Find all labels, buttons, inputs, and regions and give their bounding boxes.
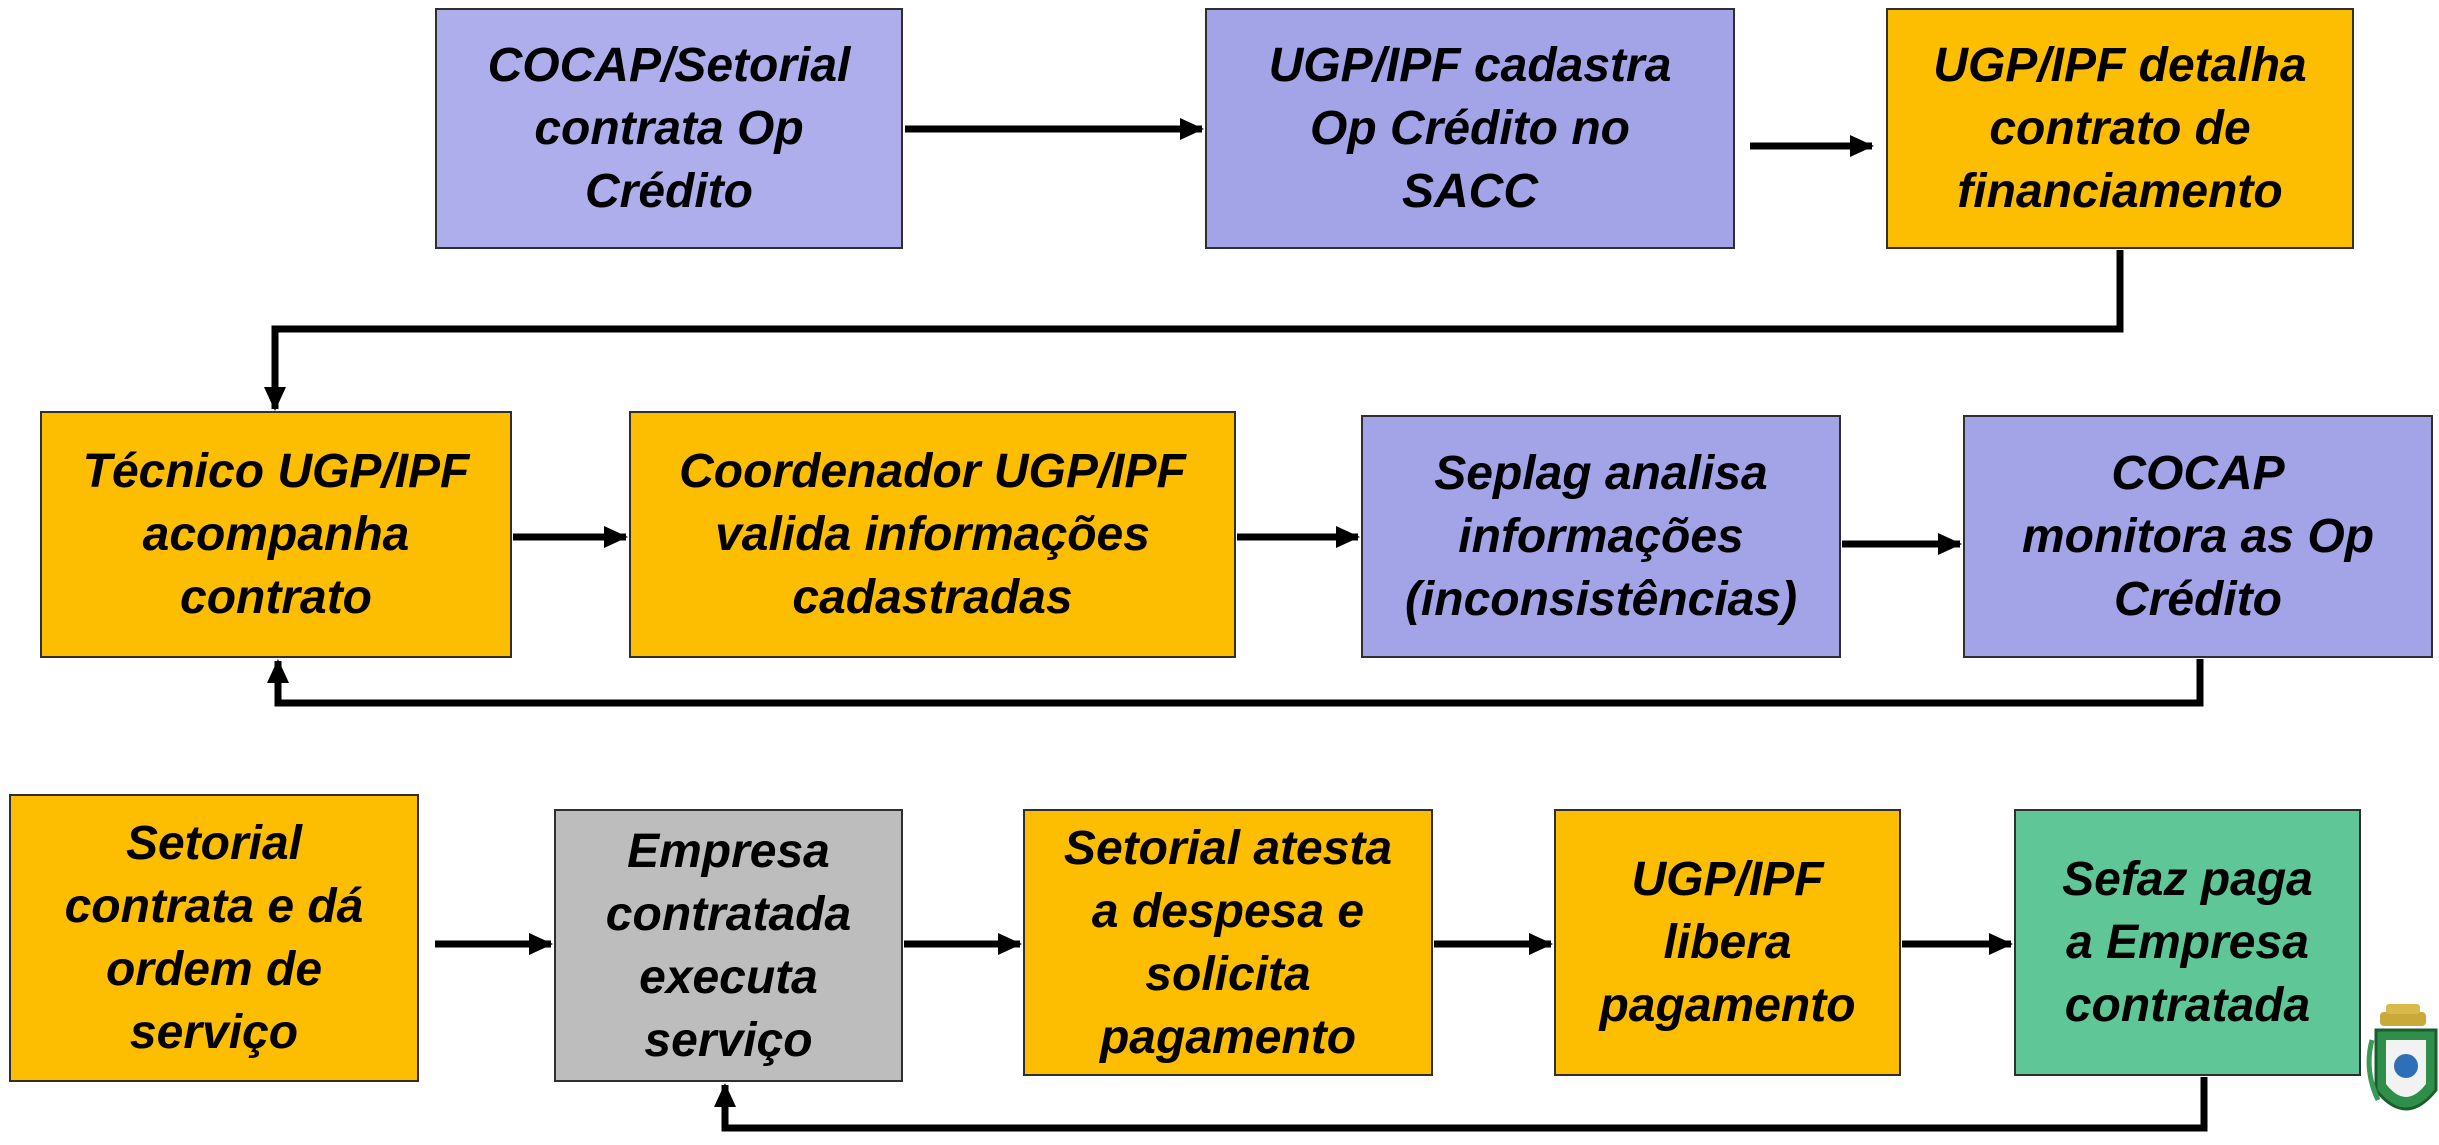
step-sefaz-paga: Sefaz paga a Empresa contratada [2014,809,2361,1076]
arrow-r3-feedback [714,1077,2208,1132]
step-cocap-contrata: COCAP/Setorial contrata Op Crédito [435,8,903,249]
step-setorial-contrata: Setorial contrata e dá ordem de serviço [9,794,419,1082]
step-label: COCAP monitora as Op Crédito [2021,447,2375,626]
step-empresa-executa: Empresa contratada executa serviço [554,809,903,1082]
step-setorial-atesta: Setorial atesta a despesa e solicita pag… [1023,809,1433,1076]
arrow-r1-to-r2 [264,250,2124,411]
step-label: Setorial contrata e dá ordem de serviço [64,817,364,1059]
step-cocap-monitora: COCAP monitora as Op Crédito [1963,415,2433,658]
step-label: Coordenador UGP/IPF valida informações c… [679,445,1186,624]
state-coat-of-arms-icon [2366,1000,2439,1140]
step-label: UGP/IPF cadastra Op Crédito no SACC [1268,39,1672,218]
step-tecnico-acompanha: Técnico UGP/IPF acompanha contrato [40,411,512,658]
step-ugp-libera: UGP/IPF libera pagamento [1554,809,1901,1076]
step-label: Técnico UGP/IPF acompanha contrato [82,445,470,624]
step-label: COCAP/Setorial contrata Op Crédito [487,39,851,218]
step-label: UGP/IPF libera pagamento [1599,853,1856,1032]
step-ugp-detalha: UGP/IPF detalha contrato de financiament… [1886,8,2354,249]
step-label: Empresa contratada executa serviço [605,824,852,1067]
step-label: Seplag analisa informações (inconsistênc… [1404,447,1798,626]
step-label: Setorial atesta a despesa e solicita pag… [1063,821,1393,1064]
arrow-r2-feedback [267,659,2204,707]
step-label: Sefaz paga a Empresa contratada [2062,853,2313,1032]
step-label: UGP/IPF detalha contrato de financiament… [1933,39,2307,218]
step-ugp-cadastra: UGP/IPF cadastra Op Crédito no SACC [1205,8,1735,249]
step-seplag-analisa: Seplag analisa informações (inconsistênc… [1361,415,1841,658]
step-coordenador-valida: Coordenador UGP/IPF valida informações c… [629,411,1236,658]
